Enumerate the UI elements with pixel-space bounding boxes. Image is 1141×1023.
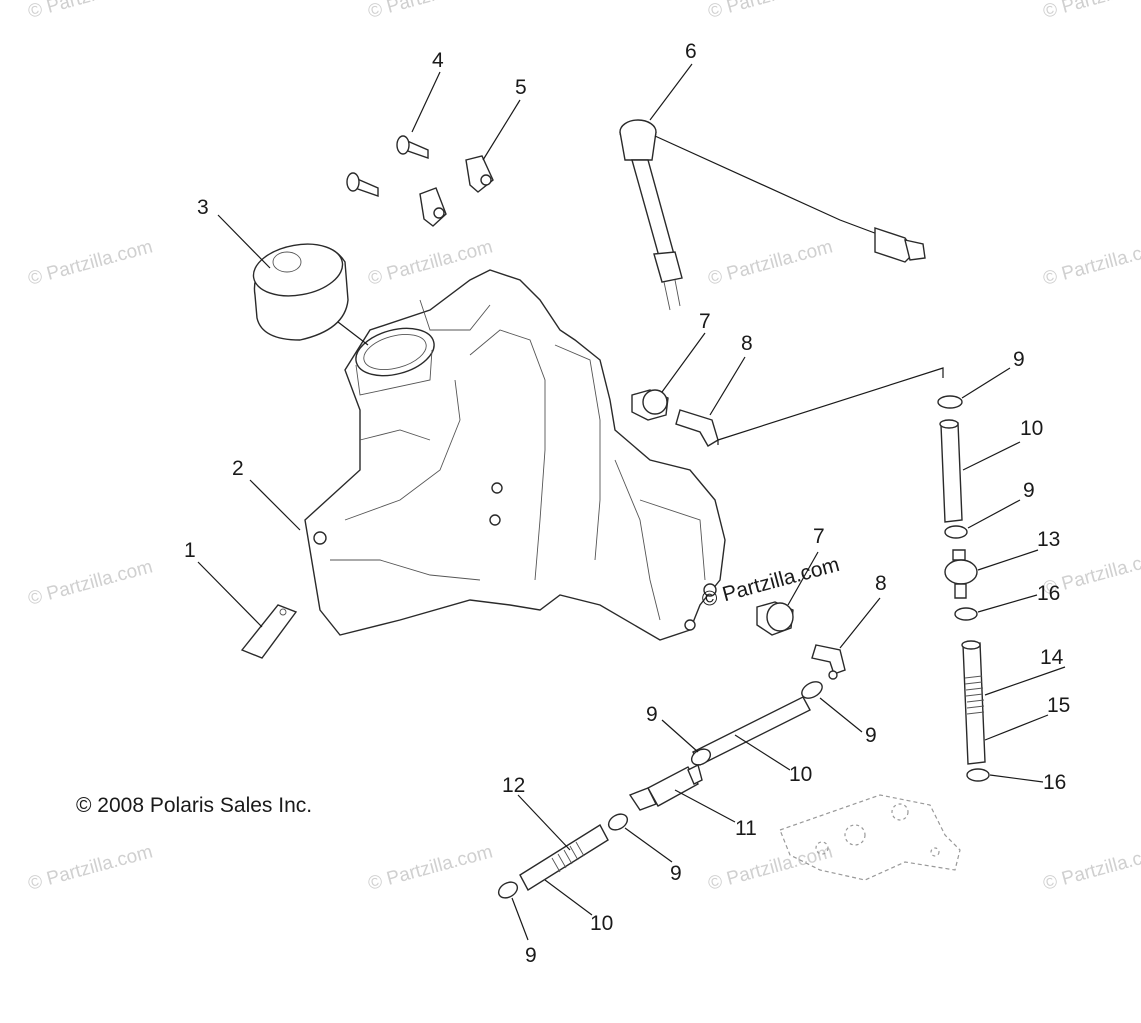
leader-lines (197, 63, 1066, 941)
watermark-faint: © Partzilla.com (706, 236, 835, 289)
watermark-faint: © Partzilla.com (26, 0, 155, 23)
watermark-faint: © Partzilla.com (26, 556, 155, 609)
watermark-faint: © Partzilla.com (26, 841, 155, 894)
callout-2: 2 (232, 457, 244, 480)
copyright-text: © 2008 Polaris Sales Inc. (76, 794, 312, 817)
callout-10-bottom: 10 (590, 912, 613, 935)
watermark-faint: © Partzilla.com (366, 841, 495, 894)
callout-9-top: 9 (1013, 348, 1025, 371)
watermark-faint: © Partzilla.com (366, 0, 495, 23)
callout-8-upper: 8 (741, 332, 753, 355)
callout-8-lower: 8 (875, 572, 887, 595)
bolts (346, 135, 429, 197)
fuel-sender (619, 119, 926, 311)
vertical-hose-assembly (937, 395, 990, 782)
callout-3: 3 (197, 196, 209, 219)
callout-12: 12 (502, 774, 525, 797)
grommets (631, 389, 794, 636)
watermark-faint: © Partzilla.com (706, 0, 835, 23)
watermark-faint: © Partzilla.com (706, 841, 835, 894)
callout-10-middle: 10 (789, 763, 812, 786)
callout-9-bottom: 9 (525, 944, 537, 967)
clip-nuts (419, 155, 494, 227)
lower-fuel-line-assembly (497, 681, 823, 899)
callout-9-near-elbow: 9 (865, 724, 877, 747)
callout-14: 14 (1040, 646, 1064, 669)
fuel-tank (304, 269, 726, 641)
watermark-faint: © Partzilla.com (26, 236, 155, 289)
watermark-faint: © Partzilla.com (1041, 0, 1141, 23)
callout-9-right-mid: 9 (1023, 479, 1035, 502)
callout-7-lower: 7 (813, 525, 825, 548)
callout-6: 6 (685, 40, 697, 63)
callout-13: 13 (1037, 528, 1060, 551)
callout-10-right: 10 (1020, 417, 1043, 440)
callout-4: 4 (432, 49, 444, 72)
mount-plate-outline (779, 794, 961, 881)
elbow-fittings (675, 409, 846, 680)
callout-9-filter: 9 (670, 862, 682, 885)
watermark-faint: © Partzilla.com (1041, 841, 1141, 894)
bracket (240, 604, 298, 659)
callout-1: 1 (184, 539, 196, 562)
callout-16-lower: 16 (1043, 771, 1066, 794)
callout-5: 5 (515, 76, 527, 99)
callout-7-upper: 7 (699, 310, 711, 333)
vent-line-indicator (717, 367, 944, 445)
callout-9-mid-left: 9 (646, 703, 658, 726)
callout-numbers: 1 2 3 4 5 6 7 7 8 8 9 9 9 9 9 9 10 10 10… (184, 40, 1070, 967)
callout-16-upper: 16 (1037, 582, 1060, 605)
fuel-cap (252, 243, 349, 341)
callout-11: 11 (735, 817, 757, 840)
callout-15: 15 (1047, 694, 1070, 717)
watermark-faint: © Partzilla.com (1041, 236, 1141, 289)
